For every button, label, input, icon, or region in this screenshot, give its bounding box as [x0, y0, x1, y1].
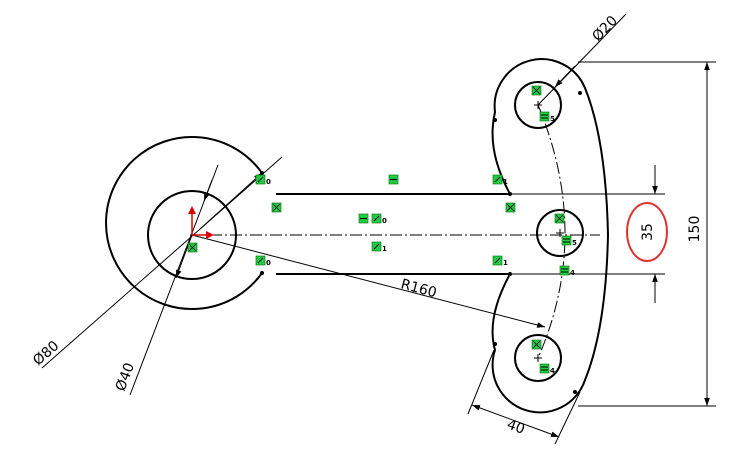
middle-hole[interactable]	[536, 209, 584, 257]
point[interactable]	[508, 272, 512, 276]
plate-outline[interactable]	[491, 58, 610, 414]
equal-relation-icon[interactable]: 4	[559, 265, 575, 277]
dim-text-150: 150	[687, 216, 703, 243]
point[interactable]	[578, 91, 582, 95]
coincident-relation-icon[interactable]	[531, 85, 542, 96]
curved-slot-plate	[491, 58, 610, 414]
svg-text:0: 0	[382, 217, 387, 225]
point[interactable]	[493, 342, 497, 346]
dim-text-40: 40	[505, 417, 527, 438]
dimension-40[interactable]: 40	[467, 349, 581, 445]
arc-centerline	[537, 104, 566, 359]
parallel-relation-icon[interactable]: 0	[255, 174, 271, 186]
dimension-d80[interactable]: Ø80	[30, 156, 283, 369]
dim-text-d20: Ø20	[589, 13, 621, 45]
equal-relation-icon[interactable]: 5	[539, 111, 555, 123]
point[interactable]	[573, 390, 577, 394]
relation-markers: 0 0 0 1 1 1	[255, 85, 577, 375]
point[interactable]	[260, 271, 264, 275]
origin-icon[interactable]	[187, 206, 214, 253]
coincident-relation-icon[interactable]	[531, 339, 542, 350]
sketch-points	[260, 91, 582, 394]
horizontal-relation-icon[interactable]	[388, 174, 399, 185]
dimension-r160[interactable]: R160	[191, 234, 546, 328]
dim-text-d40: Ø40	[113, 361, 138, 394]
coincident-relation-icon[interactable]	[554, 213, 565, 224]
dim-text-35: 35	[640, 223, 656, 241]
svg-text:5: 5	[572, 239, 577, 247]
left-hub	[105, 136, 263, 310]
svg-text:1: 1	[503, 259, 508, 267]
outer-circle-d80[interactable]	[105, 136, 263, 310]
dim-text-r160: R160	[399, 276, 438, 301]
svg-text:4: 4	[550, 367, 555, 375]
horizontal-relation-icon[interactable]	[358, 213, 369, 224]
parallel-relation-icon[interactable]: 1	[371, 241, 387, 253]
connecting-bar	[276, 193, 510, 275]
dimension-35[interactable]: 35	[512, 165, 668, 303]
highlight-ellipse	[626, 202, 668, 262]
parallel-relation-icon[interactable]: 1	[492, 255, 508, 267]
centerlines	[190, 104, 600, 359]
equal-relation-icon[interactable]: 4	[539, 363, 555, 375]
parallel-relation-icon[interactable]: 0	[371, 213, 387, 225]
point[interactable]	[493, 118, 497, 122]
svg-text:1: 1	[382, 245, 387, 253]
center-marks	[534, 101, 564, 362]
svg-text:0: 0	[266, 178, 271, 186]
tangent-relation-icon[interactable]	[271, 202, 282, 213]
point[interactable]	[508, 192, 512, 196]
equal-relation-icon[interactable]: 5	[561, 235, 577, 247]
parallel-relation-icon[interactable]: 0	[255, 255, 271, 267]
svg-text:1: 1	[503, 178, 508, 186]
svg-text:5: 5	[550, 115, 555, 123]
dimension-150[interactable]: 150	[578, 61, 716, 407]
svg-text:4: 4	[570, 269, 575, 277]
parallel-relation-icon[interactable]: 1	[492, 174, 508, 186]
bottom-hole[interactable]	[514, 334, 562, 382]
top-hole-d20[interactable]	[514, 81, 562, 129]
svg-text:0: 0	[266, 259, 271, 267]
dimension-d20[interactable]: Ø20	[537, 13, 627, 106]
tangent-relation-icon[interactable]	[505, 202, 516, 213]
